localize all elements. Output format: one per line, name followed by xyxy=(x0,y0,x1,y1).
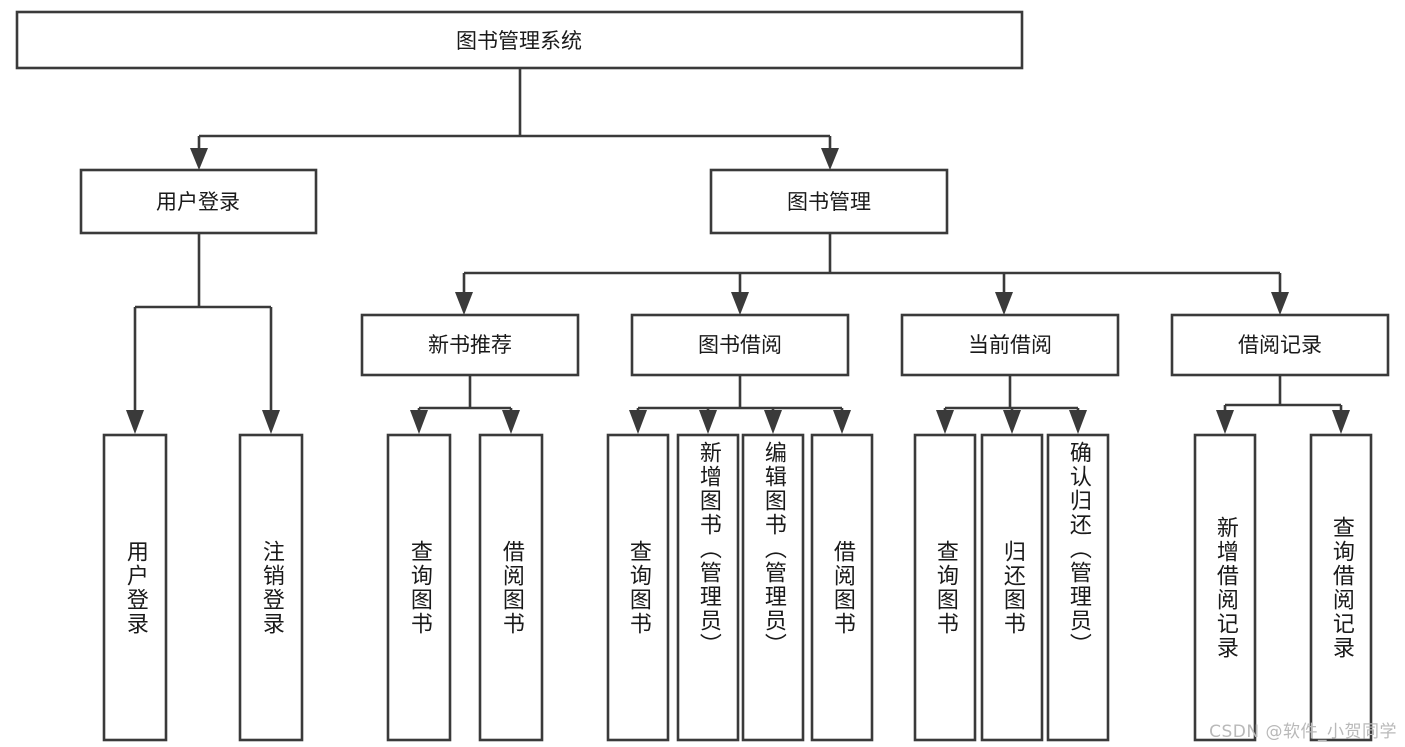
node-current-borrow[interactable]: 当前借阅 xyxy=(900,313,1120,377)
connector-bookmgmt-to-level3 xyxy=(455,233,1289,315)
leaf-box-newbook-query[interactable] xyxy=(386,433,452,742)
node-new-book-recommend[interactable]: 新书推荐 xyxy=(360,313,580,377)
node-user-login[interactable]: 用户登录 xyxy=(79,168,318,235)
leaf-box-borrowrecord-query[interactable] xyxy=(1309,433,1373,742)
node-user-login-label: 用户登录 xyxy=(156,190,240,214)
node-root-label: 图书管理系统 xyxy=(456,29,582,53)
leaf-box-currentborrow-query[interactable] xyxy=(913,433,977,742)
leaf-box-bookborrow-borrow[interactable] xyxy=(810,433,874,742)
leaf-box-bookborrow-query[interactable] xyxy=(606,433,670,742)
leaf-box-bookborrow-edit[interactable] xyxy=(741,433,805,742)
connector-bookborrow-to-leaves xyxy=(629,375,851,434)
connector-currentborrow-to-leaves xyxy=(936,375,1087,434)
node-borrow-record-label: 借阅记录 xyxy=(1238,333,1322,357)
connector-root-to-level2 xyxy=(190,68,839,170)
leaf-box-newbook-borrow[interactable] xyxy=(478,433,544,742)
node-new-book-recommend-label: 新书推荐 xyxy=(428,333,512,357)
connector-borrowrecord-to-leaves xyxy=(1216,375,1350,434)
node-book-borrow-label: 图书借阅 xyxy=(698,333,782,357)
node-book-borrow[interactable]: 图书借阅 xyxy=(630,313,850,377)
connector-userlogin-to-leaves xyxy=(126,233,280,434)
leaf-box-currentborrow-return[interactable] xyxy=(980,433,1044,742)
leaf-box-user-login-logout[interactable] xyxy=(238,433,304,742)
connector-newbook-to-leaves xyxy=(410,375,520,434)
leaf-box-borrowrecord-add[interactable] xyxy=(1193,433,1257,742)
node-root[interactable]: 图书管理系统 xyxy=(15,10,1024,70)
node-book-management[interactable]: 图书管理 xyxy=(709,168,949,235)
node-borrow-record[interactable]: 借阅记录 xyxy=(1170,313,1390,377)
node-current-borrow-label: 当前借阅 xyxy=(968,333,1052,357)
node-book-management-label: 图书管理 xyxy=(787,190,871,214)
leaf-box-currentborrow-confirm[interactable] xyxy=(1046,433,1110,742)
leaf-box-user-login-login[interactable] xyxy=(102,433,168,742)
leaf-box-bookborrow-add[interactable] xyxy=(676,433,740,742)
